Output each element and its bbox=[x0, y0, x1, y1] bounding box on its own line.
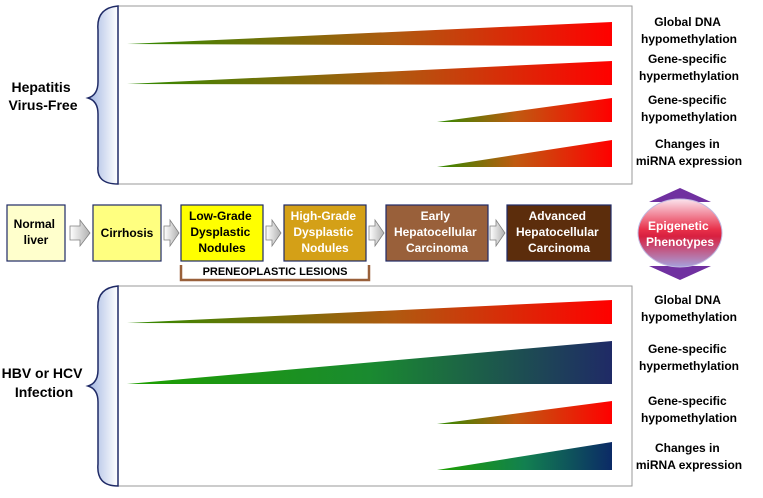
stage-cirrhosis: Cirrhosis bbox=[92, 204, 162, 262]
svg-text:Low-Grade Dysplastic: Low-Grade Dysplastic Nodules bbox=[189, 209, 255, 255]
up-arrow-icon bbox=[649, 188, 711, 202]
svg-text:Epigenetic Phenotypes: Epigenetic Phenotypes bbox=[646, 219, 714, 249]
stage-low-grade-dysplastic-nodules: Low-Grade Dysplastic Nodules bbox=[180, 204, 264, 262]
bottom-row-label-3: Gene-specific hypomethylation bbox=[641, 394, 737, 425]
wedge-gene-specific-hypomethylation bbox=[437, 401, 612, 424]
stage-progression: Normal liver Cirrhosis Low-Grade Dysplas… bbox=[6, 188, 723, 282]
top-curly-bracket bbox=[85, 5, 119, 185]
wedge-gene-specific-hypomethylation bbox=[437, 98, 612, 122]
wedge-gene-specific-hypermethylation bbox=[127, 341, 612, 384]
top-row-label-4: Changes in miRNA expression bbox=[636, 137, 742, 168]
wedge-mirna-expression-changes bbox=[437, 442, 612, 470]
stage-high-grade-dysplastic-nodules: High-Grade Dysplastic Nodules bbox=[283, 204, 367, 262]
progression-arrow-icon bbox=[265, 218, 282, 248]
wedge-mirna-expression-changes bbox=[437, 140, 612, 167]
epigenetic-phenotypes: Epigenetic Phenotypes bbox=[637, 188, 723, 280]
progression-arrow-icon bbox=[489, 218, 506, 248]
progression-arrow-icon bbox=[69, 218, 91, 248]
top-group-label: Hepatitis Virus-Free bbox=[9, 79, 78, 113]
svg-text:High-Grade Dysplastic: High-Grade Dysplastic Nodules bbox=[291, 209, 360, 255]
progression-arrow-icon bbox=[163, 218, 180, 248]
bottom-group-label: HBV or HCV Infection bbox=[2, 365, 87, 400]
svg-text:Advanced Hepatocellula: Advanced Hepatocellular Carcinoma bbox=[516, 209, 602, 255]
svg-text:Cirrhosis: Cirrhosis bbox=[101, 226, 154, 240]
preneoplastic-bracket bbox=[179, 265, 371, 282]
bottom-curly-bracket bbox=[85, 285, 119, 487]
top-row-label-1: Global DNA hypomethylation bbox=[641, 15, 737, 46]
bottom-section: HBV or HCV Infection Global DNA hypometh… bbox=[2, 285, 742, 487]
top-section: Hepatitis Virus-Free Global DNA hypometh… bbox=[9, 5, 742, 185]
epigenetic-phenotypes-ellipse bbox=[637, 198, 723, 268]
stage-advanced-hepatocellular-carcinoma: Advanced Hepatocellular Carcinoma bbox=[506, 204, 612, 262]
down-arrow-icon bbox=[649, 266, 711, 280]
wedge-global-dna-hypomethylation bbox=[127, 300, 612, 324]
top-row-label-2: Gene-specific hypermethylation bbox=[639, 52, 739, 83]
progression-arrow-icon bbox=[368, 218, 385, 248]
stage-early-hepatocellular-carcinoma: Early Hepatocellular Carcinoma bbox=[385, 204, 489, 262]
wedge-global-dna-hypomethylation bbox=[127, 22, 612, 46]
svg-text:Normal liver: Normal liver bbox=[14, 217, 59, 247]
bottom-row-label-1: Global DNA hypomethylation bbox=[641, 293, 737, 324]
bottom-row-label-4: Changes in miRNA expression bbox=[636, 441, 742, 472]
svg-text:Early Hepatocellular: Early Hepatocellular Carcinoma bbox=[394, 209, 480, 255]
wedge-gene-specific-hypermethylation bbox=[127, 61, 612, 85]
stage-normal-liver: Normal liver bbox=[6, 204, 66, 262]
preneoplastic-label: PRENEOPLASTIC LESIONS bbox=[203, 266, 348, 278]
bottom-row-label-2: Gene-specific hypermethylation bbox=[639, 342, 739, 373]
top-row-label-3: Gene-specific hypomethylation bbox=[641, 93, 737, 124]
